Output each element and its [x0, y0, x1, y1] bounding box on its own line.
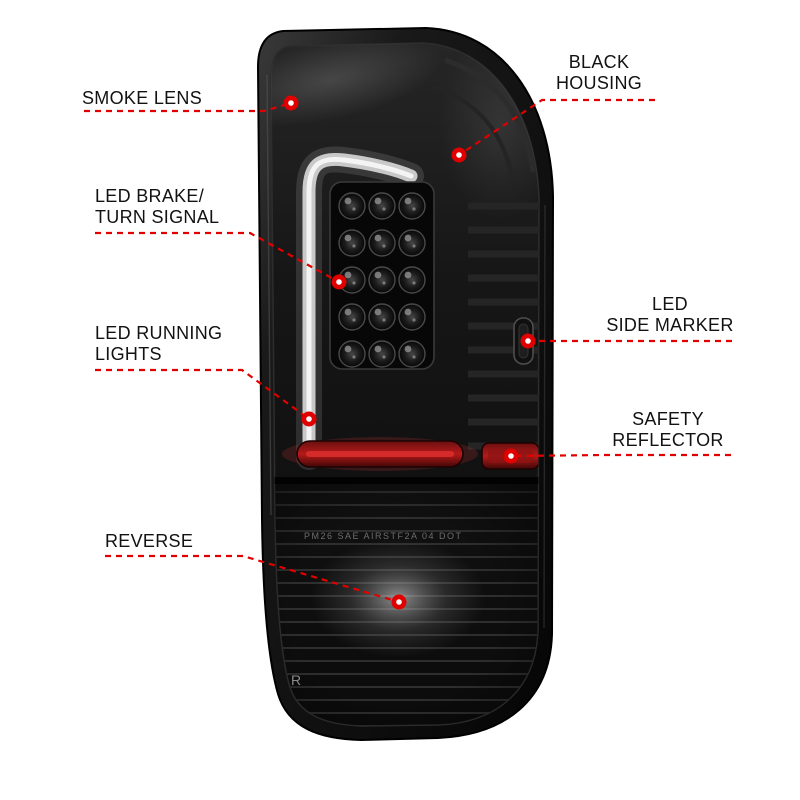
callout-label: SIDE MARKER — [606, 315, 734, 335]
callout-label: TURN SIGNAL — [95, 207, 220, 227]
callout-led-brake-turn-signal: LED BRAKE/ TURN SIGNAL — [95, 186, 219, 228]
housing-letter-text: R — [291, 672, 301, 688]
lens-marking-text: PM26 SAE AIRSTF2A 04 DOT — [304, 531, 463, 541]
callout-safety-reflector: SAFETY REFLECTOR — [604, 409, 732, 451]
callout-dot-led-running — [301, 411, 317, 427]
callout-led-running-lights: LED RUNNING LIGHTS — [95, 323, 222, 365]
callout-dot-black-housing — [451, 147, 467, 163]
callout-line-black-housing — [458, 98, 655, 156]
callout-dot-smoke-lens — [283, 95, 299, 111]
callout-label: LED RUNNING — [95, 323, 223, 343]
callout-line-led-running — [95, 368, 310, 420]
callout-reverse: REVERSE — [105, 531, 193, 552]
callout-line-smoke-lens — [84, 101, 292, 113]
callout-label: REFLECTOR — [612, 430, 724, 450]
callout-label: BLACK — [568, 52, 630, 72]
callout-line-reverse — [105, 554, 400, 604]
callout-line-safety-reflector — [510, 453, 731, 458]
brake-reflector-strip — [282, 437, 478, 471]
callout-black-housing: BLACK HOUSING — [540, 52, 658, 94]
led-running-light-bar — [296, 146, 424, 470]
callout-dot-safety-reflector — [503, 448, 519, 464]
callout-line-led-brake — [95, 231, 340, 283]
callout-label: LED — [652, 294, 688, 314]
led-brake-grid — [329, 181, 435, 370]
callout-label: LIGHTS — [95, 344, 162, 364]
callout-dots — [283, 95, 536, 610]
callout-dot-led-side-marker — [520, 333, 536, 349]
housing-fins — [468, 202, 539, 450]
callout-label: HOUSING — [555, 73, 643, 93]
callout-label: SAFETY — [632, 409, 704, 429]
callout-label: REVERSE — [105, 531, 194, 551]
callout-label: SMOKE LENS — [82, 88, 203, 108]
callout-smoke-lens: SMOKE LENS — [82, 88, 202, 109]
callout-led-side-marker: LED SIDE MARKER — [606, 294, 734, 336]
callout-dot-reverse — [391, 594, 407, 610]
callout-dot-led-brake — [331, 274, 347, 290]
callout-label: LED BRAKE/ — [95, 186, 205, 206]
